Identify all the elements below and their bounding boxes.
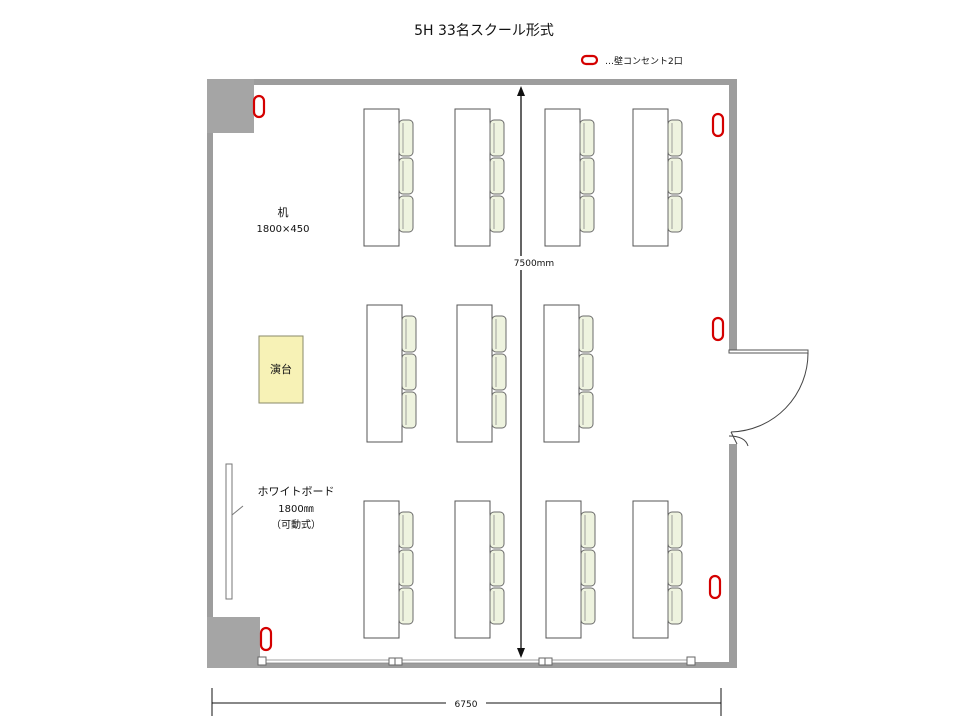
width-label: 6750 — [455, 700, 478, 710]
page-title: 5H 33名スクール形式 — [414, 23, 554, 39]
depth-label: 7500mm — [514, 259, 554, 269]
chair — [579, 119, 595, 157]
window-line — [257, 656, 696, 666]
chair — [489, 549, 505, 587]
desk-group — [632, 500, 683, 639]
chair — [401, 391, 417, 429]
chair — [491, 315, 507, 353]
outlet-icon — [580, 54, 599, 66]
chair — [578, 391, 594, 429]
chair — [667, 195, 683, 233]
chair — [489, 157, 505, 195]
desk-group — [632, 108, 683, 247]
desk — [544, 108, 581, 247]
left-wall — [207, 79, 213, 668]
desk — [456, 304, 493, 443]
chair — [667, 549, 683, 587]
desk-group — [543, 304, 594, 443]
right-wall-lower — [729, 444, 737, 668]
door-leaf — [728, 349, 809, 354]
desk-group — [363, 108, 414, 247]
desk — [545, 500, 582, 639]
desk — [543, 304, 580, 443]
bottom-wall — [207, 662, 737, 668]
chair — [667, 587, 683, 625]
chair — [667, 119, 683, 157]
chair — [667, 511, 683, 549]
outlet-icon — [711, 316, 725, 342]
desk-group — [454, 500, 505, 639]
whiteboard-note: （可動式） — [271, 518, 321, 531]
corner-column-top-left — [207, 79, 254, 133]
whiteboard-label: ホワイトボード — [258, 485, 335, 498]
depth-dimension — [517, 86, 525, 658]
outlet-icon — [708, 574, 722, 600]
legend: …壁コンセント2口 — [580, 54, 683, 67]
chair — [491, 353, 507, 391]
desk-group — [454, 108, 505, 247]
desk-group — [363, 500, 414, 639]
chair — [401, 353, 417, 391]
chair — [491, 391, 507, 429]
desk-group — [545, 500, 596, 639]
chair — [398, 511, 414, 549]
chair — [667, 157, 683, 195]
desk — [632, 500, 669, 639]
desk-label: 机 — [278, 205, 289, 219]
desk — [363, 500, 400, 639]
chair — [579, 195, 595, 233]
chair — [489, 511, 505, 549]
whiteboard-size: 1800㎜ — [278, 504, 313, 515]
desk — [632, 108, 669, 247]
desk — [363, 108, 400, 247]
desk — [366, 304, 403, 443]
chair — [580, 587, 596, 625]
corner-column-bottom-left — [207, 617, 260, 668]
door-swing — [730, 352, 809, 433]
chair — [489, 587, 505, 625]
chair — [398, 587, 414, 625]
chair — [579, 157, 595, 195]
chair — [398, 119, 414, 157]
chair — [580, 511, 596, 549]
desk-layout — [363, 108, 683, 639]
desk-group — [456, 304, 507, 443]
podium-label: 演台 — [270, 362, 292, 376]
chair — [580, 549, 596, 587]
chair — [578, 315, 594, 353]
outlet-icon — [259, 626, 273, 652]
top-wall — [207, 79, 737, 85]
chair — [578, 353, 594, 391]
desk — [454, 108, 491, 247]
chair — [489, 119, 505, 157]
chair — [398, 157, 414, 195]
legend-label: …壁コンセント2口 — [605, 55, 683, 67]
door — [728, 349, 809, 447]
whiteboard — [225, 463, 244, 600]
desk-group — [544, 108, 595, 247]
chair — [489, 195, 505, 233]
outlet-icon — [711, 112, 725, 138]
desk-group — [366, 304, 417, 443]
chair — [401, 315, 417, 353]
desk — [454, 500, 491, 639]
room-walls — [207, 79, 737, 668]
podium — [258, 335, 304, 404]
outlet-icon — [252, 94, 266, 119]
chair — [398, 195, 414, 233]
chair — [398, 549, 414, 587]
desk-size-label: 1800×450 — [257, 224, 310, 235]
right-wall-upper — [729, 79, 737, 351]
outlets — [252, 94, 725, 652]
